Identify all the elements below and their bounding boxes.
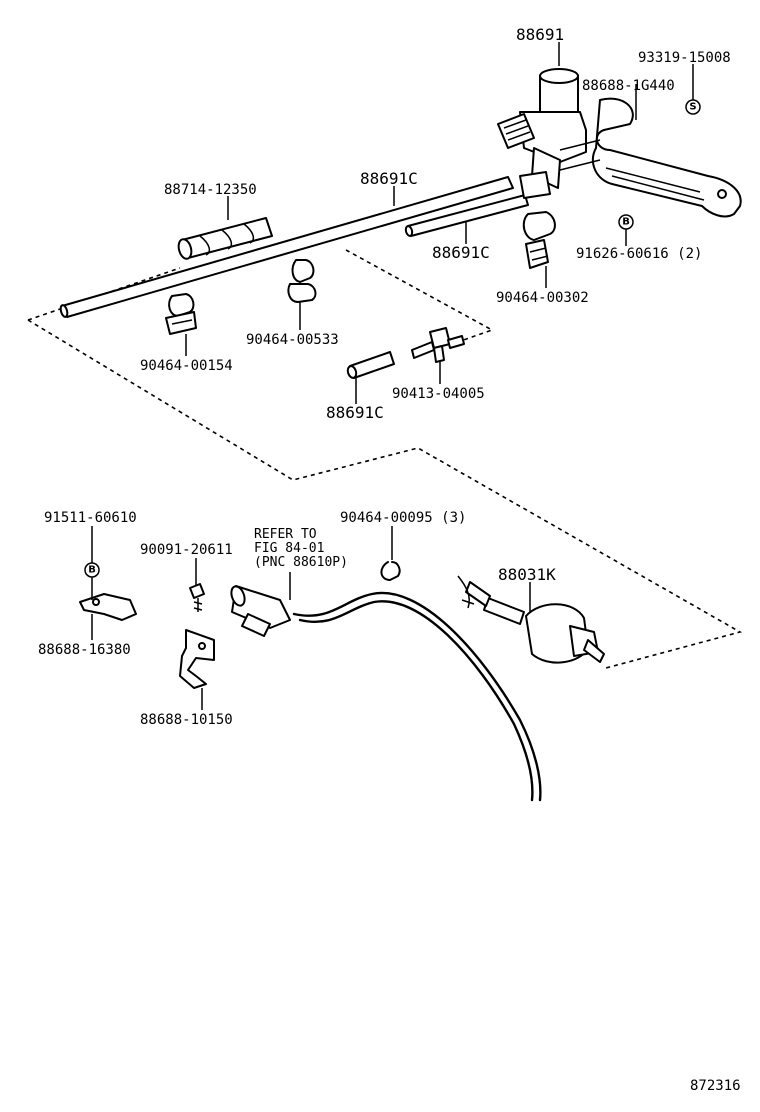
label-90464-00095: 90464-00095 (3) [340,510,466,526]
clamp-90464-00302 [522,211,556,269]
bolt-91626-marker: B [618,214,634,230]
stud-93319-marker: S [685,99,701,115]
vsv-bracket [559,97,742,218]
label-88691: 88691 [516,25,564,44]
svg-text:B: B [88,565,96,576]
label-91511-60610: 91511-60610 [44,510,137,526]
bracket-88688-10150 [179,629,215,689]
label-88688-1g440: 88688-1G440 [582,78,675,94]
label-90464-00302: 90464-00302 [496,290,589,306]
hose-protector [177,217,273,260]
upper-group-outline [27,319,743,669]
svg-text:B: B [622,217,630,228]
hose-segment [346,351,395,379]
label-refer-line2: FIG 84-01 [254,541,324,556]
hose-union [411,327,465,363]
label-88688-16380: 88688-16380 [38,642,131,658]
label-90464-00154: 90464-00154 [140,358,233,374]
figure-number: 872316 [690,1078,741,1094]
inner-group-outline [345,249,494,344]
label-91626-60616: 91626-60616 (2) [576,246,702,262]
bracket-88688-16380 [79,593,137,621]
label-88714-12350: 88714-12350 [164,182,257,198]
bolt-90091 [189,583,205,612]
label-refer-line3: (PNC 88610P) [254,555,348,570]
leader-lines [91,42,694,710]
cruise-actuator [457,575,605,664]
long-vacuum-hose [59,176,514,318]
clamp-90464-00154 [165,293,197,335]
svg-text:S: S [689,102,696,113]
label-90413-04005: 90413-04005 [392,386,485,402]
bolt-91511-marker: B [84,562,100,578]
vacuum-switching-valve [497,68,587,199]
label-88691c-b: 88691C [432,243,490,262]
label-90091-20611: 90091-20611 [140,542,233,558]
label-88688-10150: 88688-10150 [140,712,233,728]
label-88691c-c: 88691C [326,403,384,422]
label-93319-15008: 93319-15008 [638,50,731,66]
clamp-90464-00533 [287,259,317,303]
label-88031k: 88031K [498,565,556,584]
label-88691c-a: 88691C [360,169,418,188]
label-90464-00533: 90464-00533 [246,332,339,348]
label-refer-line1: REFER TO [254,527,317,542]
clamp-90464-00095 [380,561,401,581]
short-vacuum-hose [404,194,529,237]
actuator-cable [230,585,542,802]
